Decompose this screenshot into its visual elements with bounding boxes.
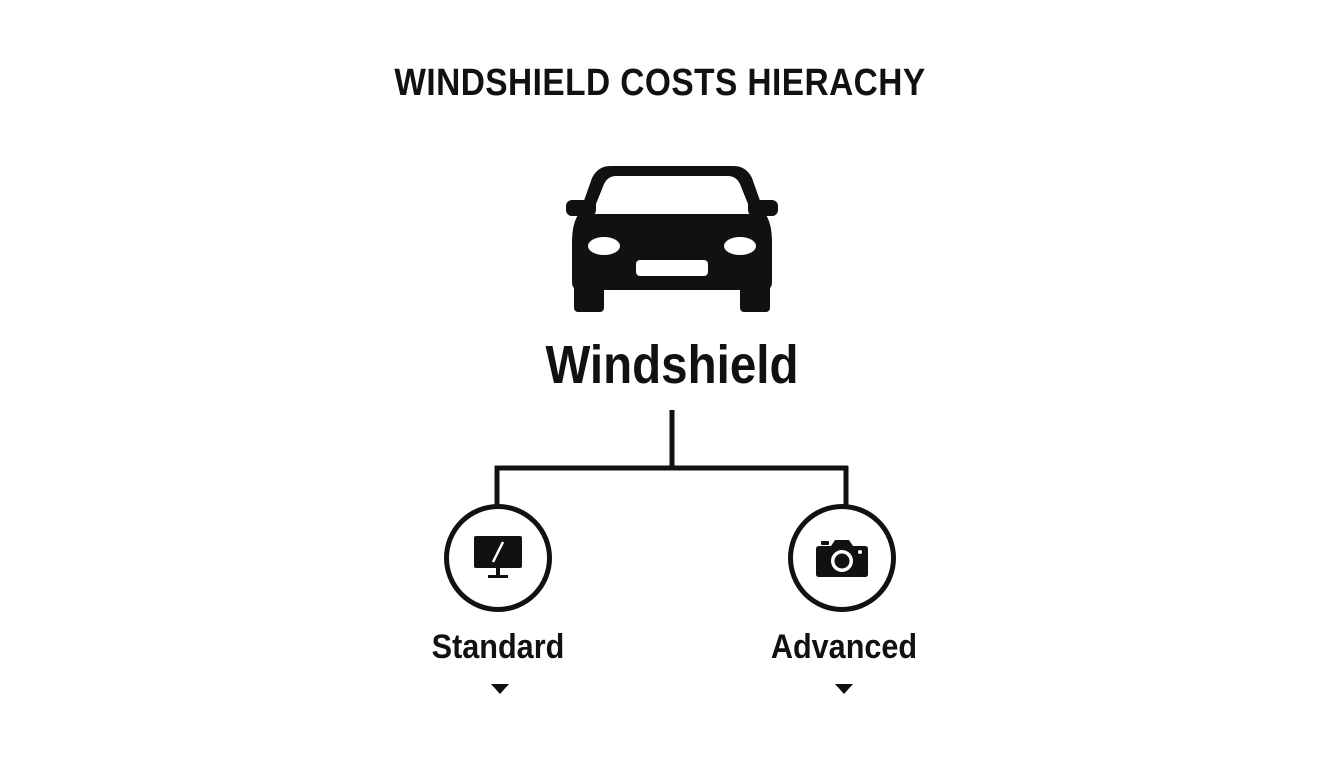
- camera-icon: [816, 540, 868, 577]
- car-front-icon: [566, 166, 778, 312]
- standard-node: [444, 504, 552, 612]
- standard-caret-down-icon[interactable]: [491, 684, 509, 694]
- standard-node-label: Standard: [431, 628, 565, 666]
- advanced-node-label: Advanced: [770, 628, 918, 666]
- root-node-label: Windshield: [545, 335, 799, 395]
- advanced-caret-down-icon[interactable]: [835, 684, 853, 694]
- monitor-icon: [474, 536, 522, 578]
- advanced-node: [788, 504, 896, 612]
- diagram-title: WINDSHIELD COSTS HIERACHY: [394, 62, 926, 104]
